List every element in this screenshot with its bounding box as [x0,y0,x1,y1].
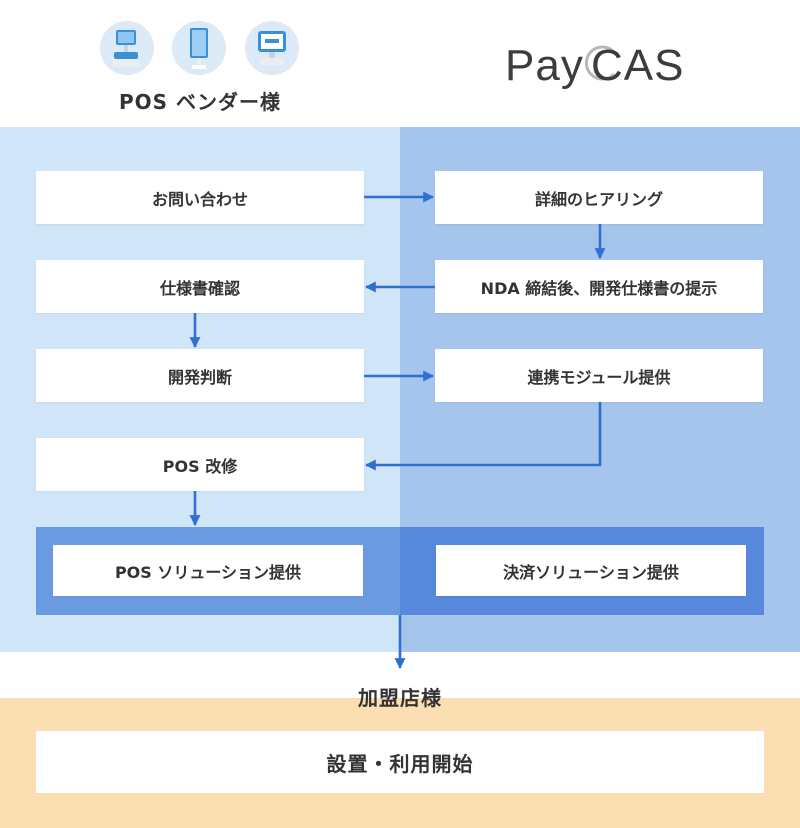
step-dev-decision-label: 開発判断 [167,367,232,387]
step-pos-modification-label: POS 改修 [162,456,238,476]
logo-pay-text: Pay [505,41,584,90]
arrow-module-to-pos-modification [364,402,602,471]
store-title: 加盟店様 [358,686,442,710]
step-dev-decision: 開発判断 [36,349,364,402]
step-hearing-label: 詳細のヒアリング [534,189,663,209]
step-inquiry-label: お問い合わせ [151,189,248,209]
tablet-stand-icon [172,21,226,75]
step-start-usage-label: 設置・利用開始 [326,751,474,776]
step-inquiry: お問い合わせ [36,171,364,224]
step-pos-solution: POS ソリューション提供 [53,545,363,596]
step-pos-modification: POS 改修 [36,438,364,491]
pos-register-icon [245,21,299,75]
vendor-title: POS ベンダー様 [118,90,282,114]
step-module: 連携モジュール提供 [435,349,763,402]
step-spec-review-label: 仕様書確認 [159,278,240,298]
step-payment-solution: 決済ソリューション提供 [436,545,746,596]
paycas-logo: Pay CAS [505,44,695,88]
logo-cas-text: CAS [591,41,685,90]
step-hearing: 詳細のヒアリング [435,171,763,224]
step-spec-review: 仕様書確認 [36,260,364,313]
step-start-usage: 設置・利用開始 [36,731,764,793]
step-nda-spec-label: NDA 締結後、開発仕様書の提示 [480,278,718,298]
logo-c-ring-icon [584,45,616,81]
pos-terminal-icon [100,21,154,75]
step-module-label: 連携モジュール提供 [527,367,671,387]
step-pos-solution-label: POS ソリューション提供 [114,562,302,582]
step-payment-solution-label: 決済ソリューション提供 [503,562,679,582]
step-nda-spec: NDA 締結後、開発仕様書の提示 [435,260,763,313]
